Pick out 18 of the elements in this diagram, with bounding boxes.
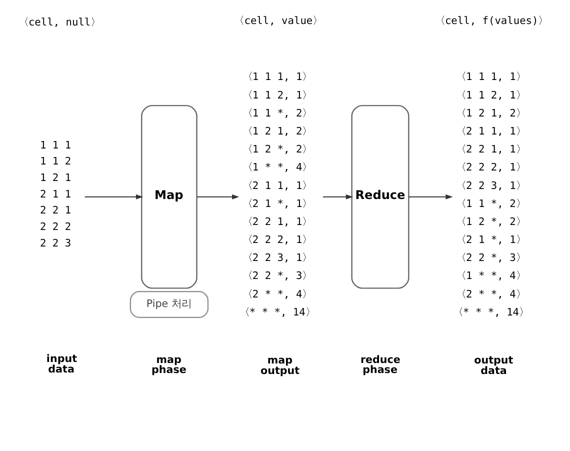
- node-label: input data: [46, 352, 77, 376]
- label: map phase: [151, 354, 186, 376]
- node-label: 〈cell, value〉: [234, 14, 322, 27]
- arrow: [322, 194, 352, 200]
- node-box: Map: [140, 104, 197, 289]
- node-text: 1 1 1 1 1 2 1 2 1 2 1 1 2 2 1 2 2 2 2 2 3: [39, 139, 71, 250]
- arrow: [84, 194, 143, 200]
- node-label: map output: [260, 354, 300, 377]
- label: reduce phase: [360, 354, 400, 376]
- node-label: 〈cell, null〉: [18, 16, 100, 29]
- node-text: 〈1 1 1, 1〉 〈1 1 2, 1〉 〈1 2 1, 2〉 〈2 1 1, 1〉 〈2 2 1, 1〉 〈2 2 2, 1〉 〈2 2 3, 1〉 〈1 1 *, 2〉 〈1 2 *, 2〉 〈2 1 *, 1〉 〈2 2 *, 3〉 〈1 * *, 4〉 〈2 * *, 4〉 〈* * *, 14〉: [452, 71, 529, 318]
- node-label: output data: [474, 354, 513, 377]
- node-box: Reduce: [350, 104, 409, 289]
- node-text: 〈1 1 1, 1〉 〈1 1 2, 1〉 〈1 1 *, 2〉 〈1 2 1, 2〉 〈1 2 *, 2〉 〈1 * *, 4〉 〈2 1 1, 1〉 〈2 1 *, 1〉 〈2 2 1, 1〉 〈2 2 2, 1〉 〈2 2 3, 1〉 〈2 2 *, 3〉 〈2 * *, 4〉 〈* * *, 14〉: [238, 71, 315, 318]
- node-box: Pipe 처리: [129, 291, 208, 318]
- node-label: 〈cell, f(values)〉: [434, 14, 548, 27]
- arrow: [408, 194, 452, 200]
- arrow: [196, 194, 239, 200]
